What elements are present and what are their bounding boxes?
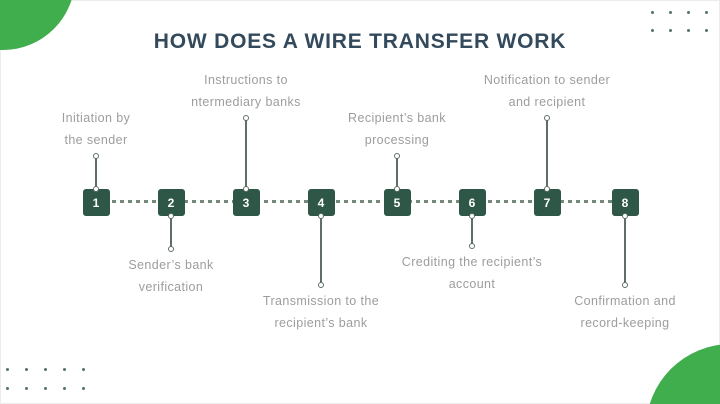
step-label-line: record-keeping <box>580 316 670 330</box>
dot-decoration <box>25 368 28 371</box>
connector-endpoint-ring <box>242 114 249 121</box>
step-label-line: Notification to sender <box>483 73 611 87</box>
dot-grid-bottom-left-decoration <box>6 368 101 404</box>
step-label-line: account <box>448 277 496 291</box>
step-label-line: processing <box>364 133 430 147</box>
step-number: 5 <box>393 195 401 210</box>
step-label-line: Confirmation and <box>574 294 676 308</box>
connector-endpoint-ring <box>543 185 550 192</box>
dot-grid-top-right-decoration <box>651 11 720 47</box>
step-node-6: 6 <box>458 189 486 216</box>
dot-decoration <box>705 11 708 14</box>
dot-decoration <box>25 387 28 390</box>
connector-endpoint-ring <box>393 152 400 159</box>
connector-endpoint-ring <box>167 212 174 219</box>
dot-decoration <box>6 387 9 390</box>
dot-decoration <box>44 387 47 390</box>
step-label: Crediting the recipient’s account <box>402 251 542 295</box>
dot-decoration <box>63 387 66 390</box>
dot-decoration <box>669 11 672 14</box>
step-label-line: recipient’s bank <box>274 316 368 330</box>
step-number: 2 <box>167 195 175 210</box>
step-label: Sender’s bank verification <box>128 254 213 298</box>
step-number: 4 <box>317 195 325 210</box>
step-node-3: 3 <box>232 189 260 216</box>
step-number: 3 <box>242 195 250 210</box>
step-connector <box>624 216 626 285</box>
dot-decoration <box>669 29 672 32</box>
step-label-line: Recipient’s bank <box>348 111 446 125</box>
step-node-2: 2 <box>157 189 185 216</box>
dot-decoration <box>44 368 47 371</box>
connector-endpoint-ring <box>92 152 99 159</box>
connector-endpoint-ring <box>167 245 174 252</box>
connector-endpoint-ring <box>317 212 324 219</box>
dot-decoration <box>687 29 690 32</box>
step-number: 8 <box>621 195 629 210</box>
connector-endpoint-ring <box>92 185 99 192</box>
connector-endpoint-ring <box>242 185 249 192</box>
page-title: HOW DOES A WIRE TRANSFER WORK <box>153 30 567 53</box>
step-number: 1 <box>92 195 100 210</box>
step-label-line: Instructions to <box>204 73 288 87</box>
step-label-line: Sender’s bank <box>128 258 214 272</box>
step-connector <box>471 216 473 246</box>
dot-decoration <box>651 11 654 14</box>
step-label-line: verification <box>138 280 204 294</box>
connector-endpoint-ring <box>468 242 475 249</box>
dot-decoration <box>687 11 690 14</box>
dot-decoration <box>82 368 85 371</box>
dot-decoration <box>651 29 654 32</box>
step-label: Confirmation and record-keeping <box>574 290 676 334</box>
step-connector <box>546 118 548 189</box>
connector-endpoint-ring <box>621 281 628 288</box>
connector-endpoint-ring <box>621 212 628 219</box>
step-label: Recipient’s bank processing <box>348 107 446 151</box>
step-label: Notification to sender and recipient <box>484 69 610 113</box>
dot-decoration <box>63 368 66 371</box>
connector-endpoint-ring <box>543 114 550 121</box>
step-node-1: 1 <box>82 189 110 216</box>
step-number: 7 <box>543 195 551 210</box>
dot-decoration <box>6 368 9 371</box>
dot-decoration <box>705 29 708 32</box>
step-node-5: 5 <box>383 189 411 216</box>
dot-decoration <box>82 387 85 390</box>
step-label-line: Transmission to the <box>262 294 380 308</box>
step-label: Instructions to ntermediary banks <box>191 69 301 113</box>
step-label-line: and recipient <box>508 95 586 109</box>
step-node-8: 8 <box>611 189 639 216</box>
step-label: Initiation by the sender <box>62 107 130 151</box>
step-connector <box>245 118 247 189</box>
connector-endpoint-ring <box>393 185 400 192</box>
step-connector <box>170 216 172 249</box>
step-node-4: 4 <box>307 189 335 216</box>
step-connector <box>95 156 97 189</box>
step-label-line: Initiation by <box>61 111 131 125</box>
connector-endpoint-ring <box>468 212 475 219</box>
step-label-line: ntermediary banks <box>191 95 301 109</box>
connector-endpoint-ring <box>317 281 324 288</box>
timeline-dashed-track <box>96 200 625 203</box>
corner-circle-bottom-right-decoration <box>646 344 720 404</box>
step-label-line: the sender <box>64 133 128 147</box>
step-connector <box>320 216 322 285</box>
step-number: 6 <box>468 195 476 210</box>
step-label: Transmission to the recipient’s bank <box>263 290 379 334</box>
step-label-line: Crediting the recipient’s <box>401 255 543 269</box>
step-connector <box>396 156 398 189</box>
step-node-7: 7 <box>533 189 561 216</box>
